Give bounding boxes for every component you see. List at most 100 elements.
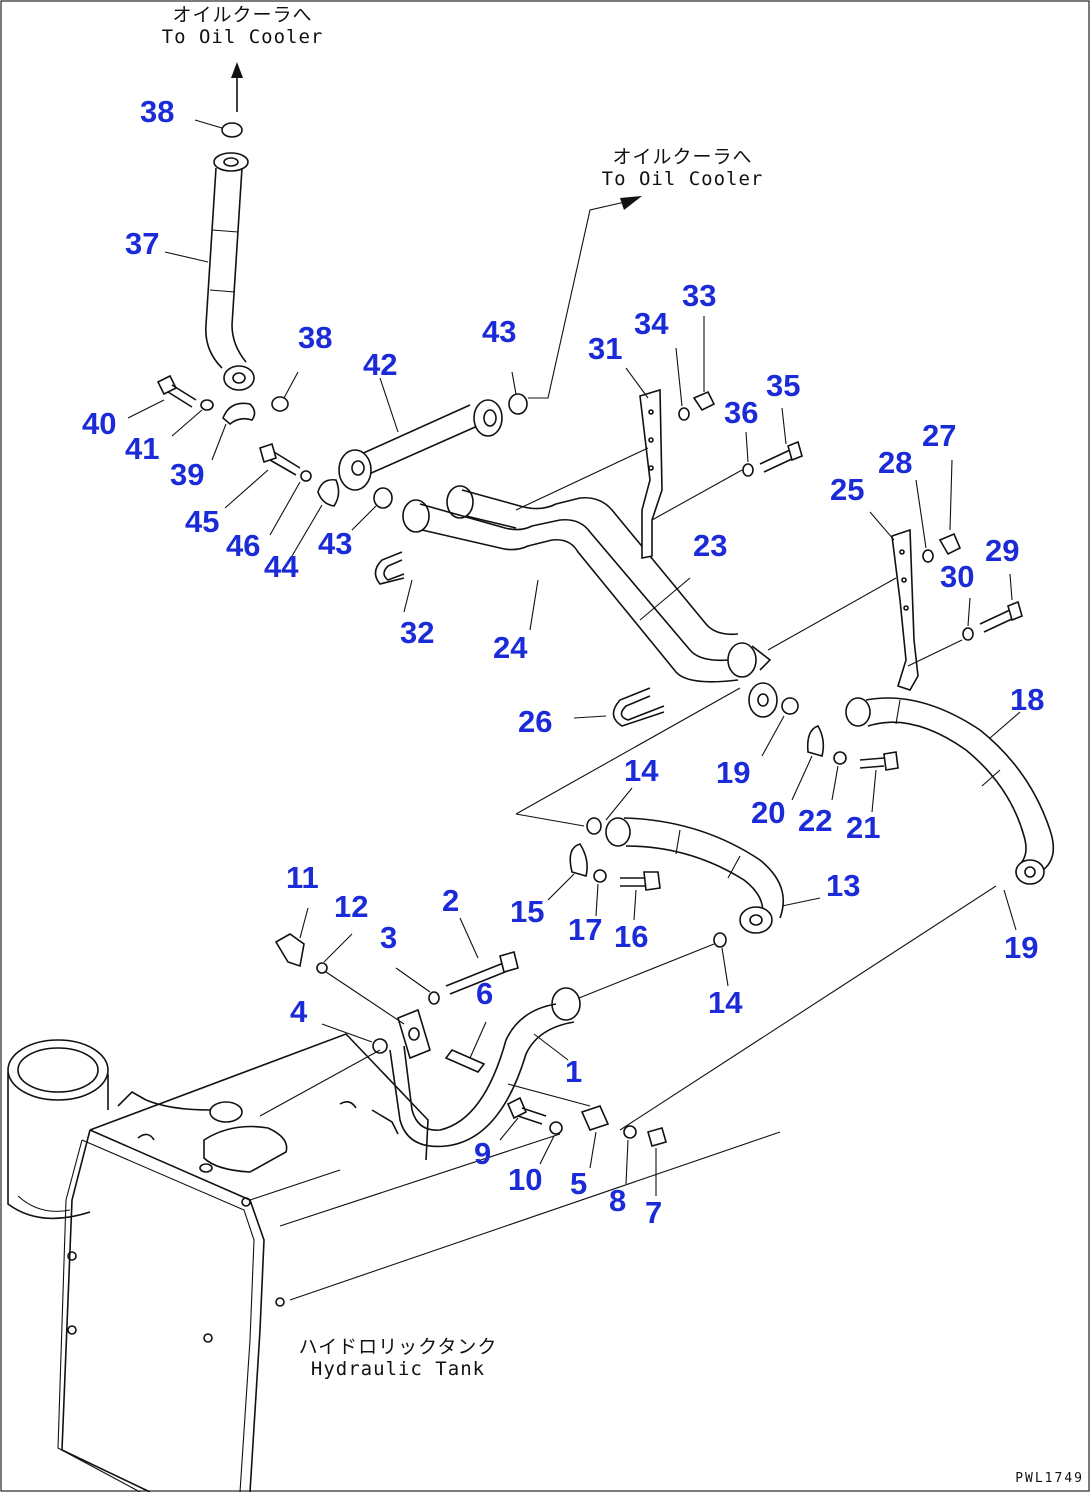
part-number: 16: [614, 919, 649, 954]
leader-lines-14-19: [515, 687, 1017, 1131]
nut-27: [938, 532, 962, 556]
note-ja: オイルクーラへ: [172, 4, 313, 26]
part-number: 36: [724, 395, 759, 430]
o-ring-19-upper: [781, 697, 799, 715]
part-number: 3: [380, 920, 398, 955]
u-bolt-26: [612, 687, 665, 727]
part-number: 45: [185, 504, 220, 539]
fitting-5: [580, 1105, 610, 1131]
part-number: 8: [609, 1183, 627, 1218]
bolt-45: [259, 442, 301, 476]
leader-lines-1-12: [299, 907, 569, 1061]
part-number: 11: [286, 860, 319, 895]
part-number: 15: [510, 894, 545, 929]
part-number: 10: [508, 1162, 543, 1197]
part-number: 41: [125, 431, 160, 466]
part-number: 13: [826, 868, 861, 903]
nut-7: [647, 1127, 667, 1147]
split-flange-39: [222, 402, 256, 426]
pipe-23-24: [402, 485, 778, 718]
split-flange-44: [317, 478, 340, 507]
part-number: 43: [318, 526, 353, 561]
pipe-1: [389, 987, 581, 1148]
washer-36: [742, 463, 754, 477]
part-number: 14: [624, 753, 659, 788]
part-number: 33: [682, 278, 717, 313]
bracket-31: [639, 388, 663, 559]
pipe-42: [338, 377, 503, 491]
washer-8: [623, 1125, 637, 1139]
part-number: 14: [708, 985, 743, 1020]
leader-lines-brackets: [403, 316, 1013, 719]
bolt-40: [156, 374, 197, 408]
part-number: 9: [474, 1136, 492, 1171]
part-number: 2: [442, 883, 460, 918]
part-number: 39: [170, 457, 205, 492]
washer-30: [962, 627, 974, 641]
outlet-arrow-top: [231, 62, 243, 112]
bolt-35: [759, 440, 803, 473]
leader-lines-tank: [259, 1049, 781, 1301]
part-number: 43: [482, 314, 517, 349]
part-number: 27: [922, 418, 957, 453]
note-hydraulic-tank: ハイドロリックタンク Hydraulic Tank: [288, 1336, 508, 1380]
o-ring-14-lower: [713, 932, 727, 948]
hydraulic-tank: [7, 1033, 429, 1493]
part-number: 12: [334, 889, 369, 924]
note-en: To Oil Cooler: [161, 26, 324, 48]
pin-6: [444, 1049, 486, 1073]
bolt-21: [859, 751, 899, 771]
part-number: 19: [1004, 930, 1039, 965]
u-bolt-32: [374, 551, 405, 585]
part-number: 35: [766, 368, 801, 403]
washer-3: [428, 991, 440, 1005]
nut-33: [692, 390, 716, 412]
o-ring-43-top: [508, 393, 528, 415]
part-number: 4: [290, 994, 308, 1029]
split-flange-20: [806, 725, 825, 757]
part-number: 7: [645, 1195, 663, 1230]
washer-22: [833, 751, 847, 765]
part-number: 5: [570, 1166, 588, 1201]
leader-lines-13-16: [547, 873, 821, 1001]
bolt-2: [445, 951, 519, 995]
washer-41: [200, 399, 214, 411]
part-number: 20: [751, 795, 786, 830]
leader-lines-upper-left: [127, 119, 299, 461]
part-number: 19: [716, 755, 751, 790]
part-number: 29: [985, 533, 1020, 568]
o-ring-4: [372, 1038, 388, 1054]
part-number: 17: [568, 912, 603, 947]
part-number: 38: [298, 320, 333, 355]
part-number: 26: [518, 704, 553, 739]
washer-34: [678, 407, 690, 421]
bolt-16: [620, 871, 661, 891]
note-ja: ハイドロリックタンク: [298, 1336, 498, 1358]
leader-lines-5-10: [499, 1083, 657, 1196]
part-number: 42: [363, 347, 398, 382]
part-number: 34: [634, 306, 669, 341]
outlet-arrow-right: [528, 196, 642, 399]
note-ja: オイルクーラへ: [612, 146, 753, 168]
part-number: 6: [476, 976, 494, 1011]
bracket-25: [891, 528, 919, 691]
bolt-29: [979, 600, 1023, 633]
washer-17: [593, 869, 607, 883]
part-number: 38: [140, 94, 175, 129]
part-number: 40: [82, 406, 117, 441]
part-number: 18: [1010, 682, 1045, 717]
split-flange-15: [569, 843, 588, 877]
washer-46: [300, 470, 312, 482]
washer-10: [549, 1121, 563, 1135]
connector-11: [274, 933, 305, 968]
hose-37: [205, 152, 255, 391]
part-number: 22: [798, 803, 833, 838]
note-to-oil-cooler-right: オイルクーラへ To Oil Cooler: [590, 146, 775, 190]
note-en: Hydraulic Tank: [310, 1358, 486, 1380]
leader-lines-45-44: [224, 469, 377, 557]
o-ring-43-mid: [373, 487, 393, 509]
part-number: 1: [565, 1054, 583, 1089]
